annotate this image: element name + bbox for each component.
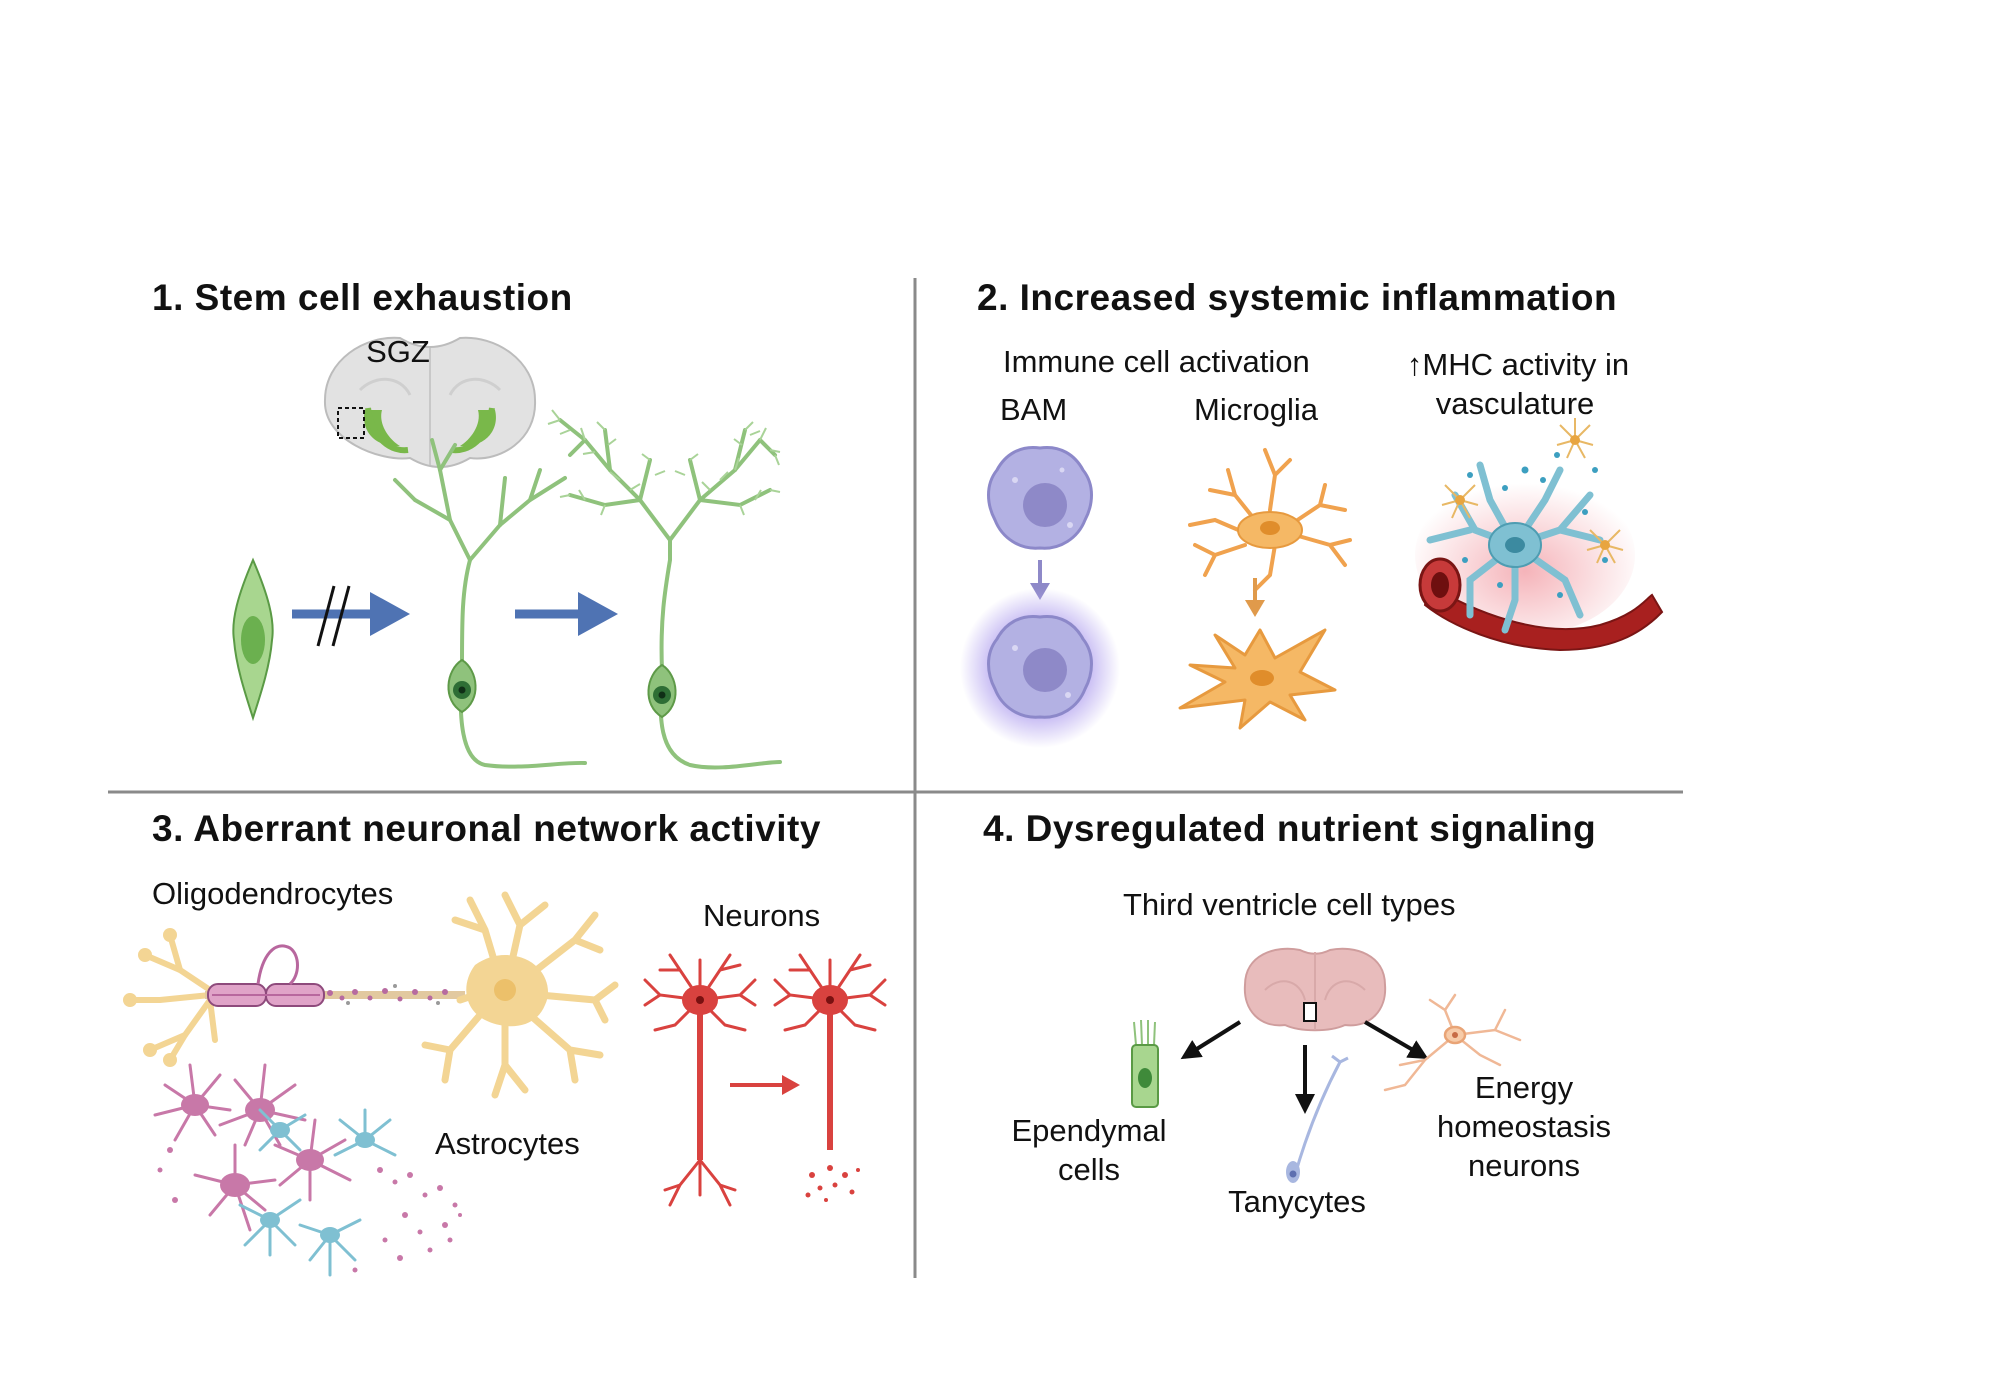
astrocyte-large-icon (421, 891, 619, 1099)
ependymal-label-line2: cells (1057, 1152, 1121, 1187)
third-ventricle-heading: Third ventricle cell types (1123, 887, 1456, 922)
microglia-label: Microglia (1194, 392, 1319, 427)
hypothalamic-neuron-icon (1383, 993, 1522, 1092)
immature-neuron-soma (447, 658, 477, 714)
ependymal-cell-icon (1131, 1019, 1159, 1108)
panel1-title: 1. Stem cell exhaustion (152, 277, 573, 318)
blood-vessel-icon (1415, 418, 1664, 652)
ependymal-label-line1: Ependymal (1011, 1113, 1167, 1148)
neurons-label: Neurons (703, 898, 821, 933)
tanycyte-icon (1286, 1054, 1349, 1183)
brain-coronal-icon (1243, 947, 1387, 1032)
bam-label: BAM (1000, 392, 1068, 427)
branch-arrows (1180, 1020, 1429, 1114)
panel2-title: 2. Increased systemic inflammation (977, 277, 1618, 318)
mature-neuron-icon (558, 418, 782, 770)
brain-section-icon (323, 336, 537, 468)
neuron-icon (643, 953, 757, 1207)
astrocyte-icon (153, 1063, 462, 1277)
degenerating-neuron-icon (773, 953, 887, 1202)
astrocytes-label: Astrocytes (435, 1126, 580, 1161)
tanycytes-label: Tanycytes (1228, 1184, 1366, 1219)
energy-label-line2: homeostasis (1436, 1109, 1612, 1144)
energy-label-line3: neurons (1467, 1148, 1581, 1183)
neural-stem-cell-icon (232, 557, 274, 722)
panel3-title: 3. Aberrant neuronal network activity (152, 808, 821, 849)
sgz-label: SGZ (366, 334, 430, 369)
mature-neuron-spines (547, 409, 781, 516)
panel4-title: 4. Dysregulated nutrient signaling (983, 808, 1597, 849)
oligodendrocytes-label: Oligodendrocytes (152, 876, 394, 911)
immature-neuron-icon (393, 438, 587, 769)
energy-label-line1: Energy (1474, 1070, 1574, 1105)
blocked-arrow-icon (292, 585, 410, 647)
activated-microglia-icon (1178, 628, 1337, 730)
progression-arrow-icon (515, 592, 618, 636)
macrophage-icon (987, 445, 1093, 550)
mature-neuron-soma (647, 663, 677, 719)
oligodendrocyte-icon (123, 928, 465, 1067)
mhc-label-line1: ↑MHC activity in (1406, 347, 1630, 382)
activated-macrophage-icon (960, 588, 1120, 748)
microglia-icon (1188, 448, 1352, 592)
microglia-activation-arrow (1245, 578, 1265, 617)
neuron-change-arrow (730, 1075, 800, 1095)
mhc-label-line2: vasculature (1435, 386, 1595, 421)
immune-activation-heading: Immune cell activation (1003, 344, 1310, 379)
